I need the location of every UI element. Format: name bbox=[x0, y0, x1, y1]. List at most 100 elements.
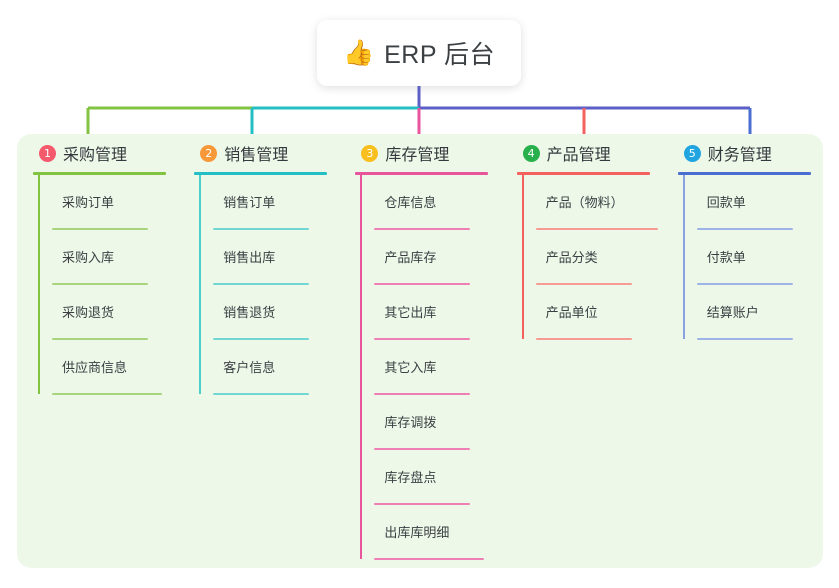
leaf-rule bbox=[213, 338, 310, 340]
list-item[interactable]: 客户信息 bbox=[213, 340, 327, 395]
list-item[interactable]: 仓库信息 bbox=[374, 175, 488, 230]
leaf-rule bbox=[374, 338, 471, 340]
leaf-label: 采购订单 bbox=[62, 194, 115, 210]
leaf-rule bbox=[696, 228, 793, 230]
leaf-label: 产品单位 bbox=[545, 304, 598, 320]
leaf-rule bbox=[696, 338, 793, 340]
leaf-label: 其它出库 bbox=[384, 304, 437, 320]
leaf-label: 销售出库 bbox=[223, 249, 276, 265]
leaf-label: 产品分类 bbox=[545, 249, 598, 265]
column-body-3: 仓库信息 产品库存 其它出库 其它入库 库存调拨 bbox=[360, 175, 488, 560]
column-title-4: 产品管理 bbox=[546, 147, 611, 164]
list-item[interactable]: 产品库存 bbox=[374, 230, 488, 285]
leaf-rule bbox=[535, 228, 658, 230]
leaf-label: 结算账户 bbox=[706, 304, 759, 320]
column-badge-2: 2 bbox=[200, 144, 218, 162]
list-item[interactable]: 供应商信息 bbox=[52, 340, 166, 395]
leaf-rule bbox=[374, 228, 471, 230]
leaf-rule bbox=[52, 283, 148, 285]
column-header-5[interactable]: 5 财务管理 bbox=[678, 134, 811, 172]
list-item[interactable]: 产品分类 bbox=[535, 230, 650, 285]
root-node-erp-backend[interactable]: 👍 ERP 后台 bbox=[317, 20, 521, 86]
column-body-5: 回款单 付款单 结算账户 bbox=[682, 175, 811, 340]
column-purchase-management: 1 采购管理 采购订单 采购入库 采购退货 供应商信 bbox=[17, 134, 178, 568]
column-body-2: 销售订单 销售出库 销售退货 客户信息 bbox=[199, 175, 327, 395]
column-body-1: 采购订单 采购入库 采购退货 供应商信息 bbox=[38, 175, 166, 395]
leaf-rule bbox=[213, 393, 310, 395]
list-item[interactable]: 采购退货 bbox=[52, 285, 166, 340]
leaf-rule bbox=[374, 448, 471, 450]
column-spine-2 bbox=[199, 175, 202, 394]
column-rule-3 bbox=[355, 172, 489, 175]
leaf-rule bbox=[374, 283, 471, 285]
column-finance-management: 5 财务管理 回款单 付款单 结算账户 bbox=[662, 134, 823, 568]
leaf-rule bbox=[374, 558, 485, 560]
leaf-rule bbox=[52, 393, 162, 395]
column-spine-3 bbox=[360, 175, 363, 559]
leaf-rule bbox=[696, 283, 793, 285]
columns-container: 1 采购管理 采购订单 采购入库 采购退货 供应商信 bbox=[17, 134, 823, 568]
thumbs-up-icon: 👍 bbox=[342, 38, 375, 67]
column-rule-5 bbox=[677, 172, 811, 175]
list-item[interactable]: 库存盘点 bbox=[374, 450, 488, 505]
column-title-1: 采购管理 bbox=[63, 147, 128, 164]
list-item[interactable]: 库存调拨 bbox=[374, 395, 488, 450]
leaf-label: 销售退货 bbox=[223, 304, 276, 320]
leaf-rule bbox=[374, 503, 471, 505]
list-item[interactable]: 出库库明细 bbox=[374, 505, 488, 560]
column-header-3[interactable]: 3 库存管理 bbox=[355, 134, 488, 172]
list-item[interactable]: 回款单 bbox=[696, 175, 811, 230]
column-title-5: 财务管理 bbox=[707, 147, 772, 164]
list-item[interactable]: 其它出库 bbox=[374, 285, 488, 340]
list-item[interactable]: 其它入库 bbox=[374, 340, 488, 395]
root-node-title: ERP 后台 bbox=[384, 41, 496, 69]
list-item[interactable]: 采购订单 bbox=[52, 175, 166, 230]
column-badge-4: 4 bbox=[522, 144, 540, 162]
column-rule-2 bbox=[194, 172, 328, 175]
list-item[interactable]: 付款单 bbox=[696, 230, 811, 285]
list-item[interactable]: 销售出库 bbox=[213, 230, 327, 285]
list-item[interactable]: 销售退货 bbox=[213, 285, 327, 340]
column-header-4[interactable]: 4 产品管理 bbox=[517, 134, 650, 172]
column-body-4: 产品（物料） 产品分类 产品单位 bbox=[521, 175, 658, 340]
column-header-1[interactable]: 1 采购管理 bbox=[33, 134, 166, 172]
column-title-2: 销售管理 bbox=[224, 147, 289, 164]
leaf-label: 客户信息 bbox=[223, 359, 276, 375]
leaf-label: 回款单 bbox=[706, 194, 746, 210]
column-spine-4 bbox=[521, 175, 524, 339]
leaf-label: 仓库信息 bbox=[384, 194, 437, 210]
leaf-rule bbox=[374, 393, 471, 395]
list-item[interactable]: 产品单位 bbox=[535, 285, 650, 340]
column-rule-4 bbox=[516, 172, 650, 175]
leaf-label: 库存调拨 bbox=[384, 414, 437, 430]
list-item[interactable]: 结算账户 bbox=[696, 285, 811, 340]
column-title-3: 库存管理 bbox=[385, 147, 450, 164]
leaf-label: 其它入库 bbox=[384, 359, 437, 375]
column-badge-5: 5 bbox=[683, 144, 701, 162]
leaf-rule bbox=[52, 338, 148, 340]
leaf-label: 产品（物料） bbox=[545, 194, 624, 210]
list-item[interactable]: 产品（物料） bbox=[535, 175, 658, 230]
column-header-2[interactable]: 2 销售管理 bbox=[194, 134, 327, 172]
leaf-label: 出库库明细 bbox=[384, 524, 450, 540]
column-spine-5 bbox=[682, 175, 685, 339]
leaf-rule bbox=[535, 338, 632, 340]
column-inventory-management: 3 库存管理 仓库信息 产品库存 其它出库 其它入库 bbox=[339, 134, 500, 568]
column-rule-1 bbox=[33, 172, 166, 175]
list-item[interactable]: 采购入库 bbox=[52, 230, 166, 285]
leaf-label: 付款单 bbox=[706, 249, 746, 265]
leaf-label: 产品库存 bbox=[384, 249, 437, 265]
leaf-rule bbox=[535, 283, 632, 285]
leaf-rule bbox=[52, 228, 148, 230]
content-panel bbox=[17, 134, 823, 568]
column-spine-1 bbox=[38, 175, 40, 394]
leaf-label: 销售订单 bbox=[223, 194, 276, 210]
list-item[interactable]: 销售订单 bbox=[213, 175, 327, 230]
column-badge-3: 3 bbox=[361, 144, 379, 162]
leaf-rule bbox=[213, 228, 310, 230]
leaf-label: 库存盘点 bbox=[384, 469, 437, 485]
column-badge-1: 1 bbox=[39, 144, 56, 162]
column-sales-management: 2 销售管理 销售订单 销售出库 销售退货 客户信息 bbox=[178, 134, 339, 568]
column-product-management: 4 产品管理 产品（物料） 产品分类 产品单位 bbox=[501, 134, 662, 568]
